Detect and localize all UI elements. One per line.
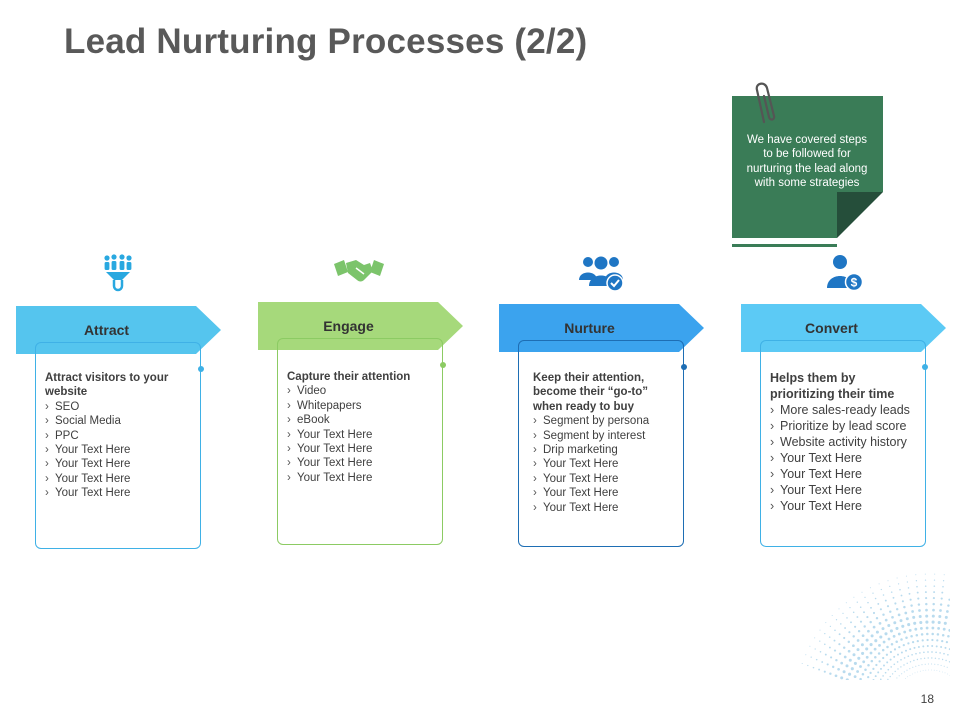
list-item: Your Text Here xyxy=(770,482,922,498)
list-item: Website activity history xyxy=(770,434,922,450)
stage-heading: Keep their attention, become their “go-t… xyxy=(533,372,649,413)
decorative-dot-pattern xyxy=(801,573,950,680)
list-item: Whitepapers xyxy=(287,399,437,414)
stage-heading: Capture their attention xyxy=(287,371,411,383)
team-check-icon xyxy=(579,256,624,292)
list-item: Social Media xyxy=(45,414,195,429)
stage-nurture-content: Keep their attention, become their “go-t… xyxy=(533,371,678,515)
list-item: Your Text Here xyxy=(45,457,195,472)
list-item: Segment by persona xyxy=(533,414,678,429)
connector-dot xyxy=(681,364,687,370)
handshake-icon xyxy=(334,260,384,282)
list-item: More sales-ready leads xyxy=(770,402,922,418)
stage-engage-banner: Engage xyxy=(258,302,463,350)
list-item: Your Text Here xyxy=(533,486,678,501)
list-item: eBook xyxy=(287,413,437,428)
stage-label: Nurture xyxy=(564,320,615,336)
stage-heading: Attract visitors to your website xyxy=(45,372,169,399)
stage-convert-banner: Convert xyxy=(741,304,946,352)
list-item: Your Text Here xyxy=(45,443,195,458)
list-item: Your Text Here xyxy=(45,486,195,501)
list-item: Prioritize by lead score xyxy=(770,418,922,434)
stage-heading: Helps them by prioritizing their time xyxy=(770,371,895,401)
stage-engage-content: Capture their attention Video Whitepaper… xyxy=(287,370,437,486)
list-item: Your Text Here xyxy=(770,466,922,482)
list-item: Your Text Here xyxy=(770,450,922,466)
stage-convert-box xyxy=(760,340,926,547)
list-item: Video xyxy=(287,384,437,399)
svg-text:$: $ xyxy=(851,276,858,290)
list-item: PPC xyxy=(45,429,195,444)
stage-attract-box xyxy=(35,342,201,549)
list-item: Your Text Here xyxy=(533,457,678,472)
list-item: Your Text Here xyxy=(287,428,437,443)
note-underline xyxy=(732,244,837,247)
stage-attract-banner: Attract xyxy=(16,306,221,354)
stage-label: Attract xyxy=(83,322,130,338)
stage-attract-content: Attract visitors to your website SEO Soc… xyxy=(45,371,195,501)
people-funnel-icon xyxy=(104,254,132,292)
page-title: Lead Nurturing Processes (2/2) xyxy=(64,22,588,61)
list-item: Your Text Here xyxy=(770,498,922,514)
page-number: 18 xyxy=(920,692,934,706)
stage-convert-content: Helps them by prioritizing their time Mo… xyxy=(770,371,922,514)
list-item: Your Text Here xyxy=(533,501,678,516)
list-item: SEO xyxy=(45,400,195,415)
note-text: We have covered steps to be followed for… xyxy=(746,134,868,190)
list-item: Your Text Here xyxy=(287,471,437,486)
list-item: Your Text Here xyxy=(287,456,437,471)
stage-nurture-banner: Nurture xyxy=(499,304,704,352)
stage-nurture-box xyxy=(518,340,684,547)
person-dollar-icon: $ xyxy=(827,255,864,292)
connector-dot xyxy=(198,366,204,372)
paperclip-icon xyxy=(755,82,776,124)
connector-dot xyxy=(922,364,928,370)
stage-engage-box xyxy=(277,338,443,545)
list-item: Segment by interest xyxy=(533,429,678,444)
list-item: Your Text Here xyxy=(45,472,195,487)
connector-dot xyxy=(440,362,446,368)
list-item: Drip marketing xyxy=(533,443,678,458)
stage-label: Convert xyxy=(805,320,858,336)
stage-label: Engage xyxy=(323,318,374,334)
list-item: Your Text Here xyxy=(533,472,678,487)
list-item: Your Text Here xyxy=(287,442,437,457)
